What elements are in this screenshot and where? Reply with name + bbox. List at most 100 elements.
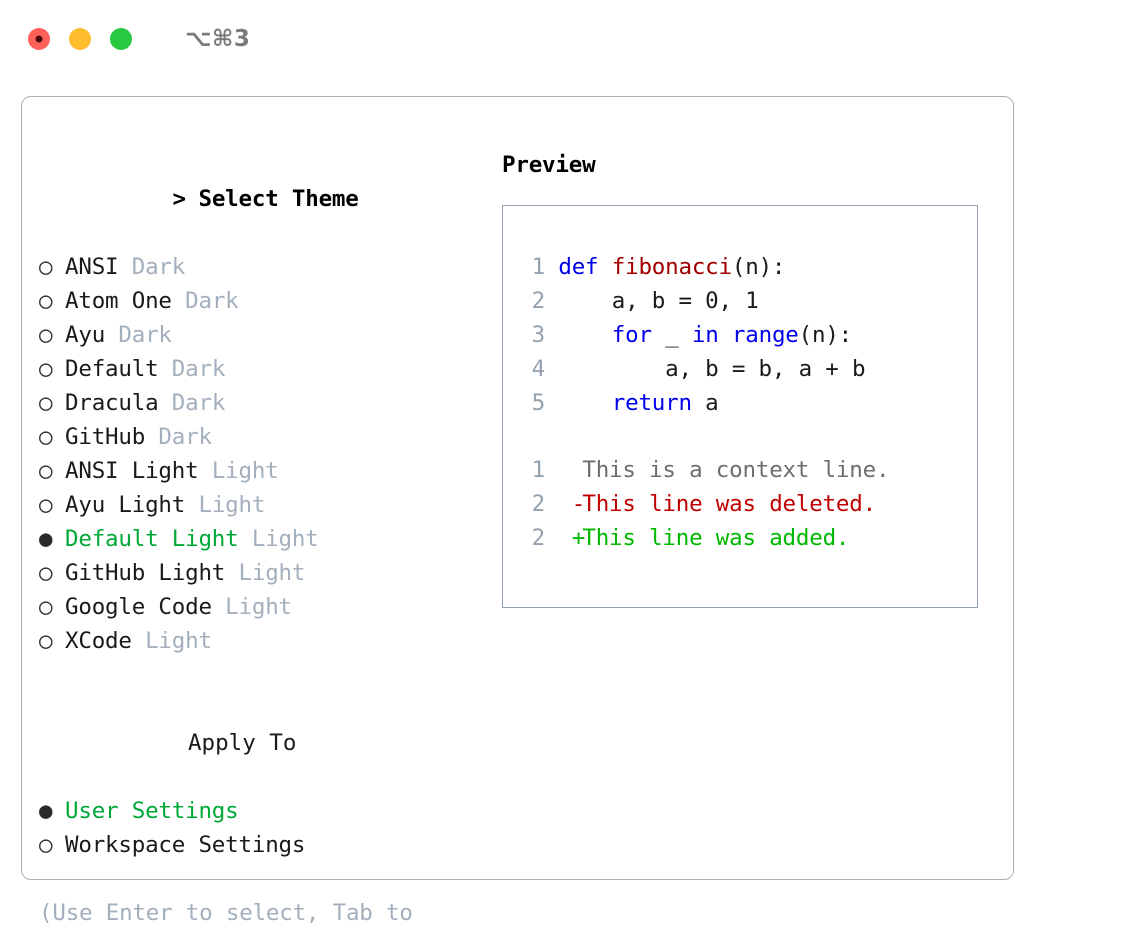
code-token-plain: _	[651, 322, 692, 348]
theme-option-label: Default Light	[65, 526, 239, 552]
theme-list-column: >Select Theme ○ANSI Dark○Atom One Dark○A…	[39, 148, 469, 934]
theme-option-label: Ayu	[65, 322, 106, 348]
code-line-number: 5	[531, 390, 546, 416]
theme-option-ayu[interactable]: ○Ayu Dark	[39, 318, 469, 352]
code-gutter-space	[545, 288, 558, 314]
theme-option-label: Dracula	[65, 390, 159, 416]
code-line: 1 def fibonacci(n):	[519, 250, 969, 284]
code-token-kw: for	[611, 322, 652, 348]
prompt-caret-icon: >	[172, 186, 186, 212]
radio-unselected-icon: ○	[39, 628, 53, 654]
theme-variant-badge: Dark	[145, 424, 212, 450]
theme-variant-badge: Light	[211, 594, 292, 620]
code-token-plain	[719, 322, 732, 348]
diff-line-ctx: 1 This is a context line.	[519, 453, 969, 487]
theme-option-google-code[interactable]: ○ Google Code Light	[39, 590, 469, 624]
theme-selector-panel: >Select Theme ○ANSI Dark○Atom One Dark○A…	[21, 96, 1014, 926]
theme-option-xcode[interactable]: ○ XCode Light	[39, 624, 469, 658]
diff-line-number: 2	[531, 491, 546, 517]
radio-unselected-icon: ○	[39, 390, 53, 416]
apply-to-options-list[interactable]: ●User Settings ○ Workspace Settings	[39, 794, 469, 862]
radio-unselected-icon: ○	[39, 458, 53, 484]
preview-title: Preview	[502, 152, 596, 178]
code-token-plain: (n):	[798, 322, 853, 348]
apply-to-title-label: Apply To	[188, 730, 297, 756]
radio-unselected-icon: ○	[39, 322, 53, 348]
code-line-number: 3	[531, 322, 546, 348]
diff-line-number: 1	[531, 457, 546, 483]
preview-gap	[519, 420, 969, 453]
diff-line-del: 2 - This line was deleted.	[519, 487, 969, 521]
code-token-fn: fibonacci	[611, 254, 732, 280]
minimize-button[interactable]	[69, 28, 91, 50]
theme-option-label: XCode	[65, 628, 132, 654]
keyboard-hint-text: (Use Enter to select, Tab to change focu…	[39, 900, 413, 926]
title-bar: ⌥⌘3	[0, 0, 1140, 78]
radio-unselected-icon: ○	[39, 594, 53, 620]
theme-variant-badge: Dark	[158, 390, 226, 416]
theme-option-atom-one[interactable]: ○Atom One Dark	[39, 284, 469, 318]
code-line-number: 2	[531, 288, 546, 314]
apply-to-option-workspace-settings[interactable]: ○ Workspace Settings	[39, 828, 469, 862]
theme-variant-badge: Light	[131, 628, 212, 654]
theme-variant-badge: Dark	[158, 356, 226, 382]
theme-option-default[interactable]: ○ Default Dark	[39, 352, 469, 386]
code-line-number: 1	[531, 254, 546, 280]
theme-option-label: Atom One	[65, 288, 172, 314]
list-spacer	[39, 658, 469, 692]
code-token-plain: a, b = b, a + b	[558, 356, 866, 382]
theme-option-label: GitHub	[65, 424, 146, 450]
theme-option-github[interactable]: ○ GitHub Dark	[39, 420, 469, 454]
diff-line-number: 2	[531, 525, 546, 551]
diff-line-text: This line was deleted.	[569, 491, 876, 517]
diff-sample: 1 This is a context line.2 - This line w…	[519, 453, 969, 555]
theme-variant-badge: Light	[185, 492, 266, 518]
radio-unselected-icon: ○	[39, 356, 53, 382]
theme-list-header-label: Select Theme	[198, 186, 359, 212]
radio-selected-icon: ●	[39, 526, 53, 552]
theme-option-default-light[interactable]: ● Default Light Light	[39, 522, 469, 556]
theme-option-label: Default	[65, 356, 159, 382]
code-line: 4 a, b = b, a + b	[519, 352, 969, 386]
code-token-kw: range	[731, 322, 799, 348]
code-line-number: 4	[531, 356, 546, 382]
diff-line-text: This line was added.	[569, 525, 850, 551]
code-token-plain	[558, 322, 611, 348]
radio-selected-icon: ●	[39, 798, 53, 824]
theme-variant-badge: Light	[238, 526, 319, 552]
radio-unselected-icon: ○	[39, 254, 53, 280]
theme-list-header: > Select Theme	[39, 148, 469, 250]
code-token-kw: in	[691, 322, 719, 348]
theme-option-ansi-light[interactable]: ○ANSI Light Light	[39, 454, 469, 488]
theme-option-ansi[interactable]: ○ANSI Dark	[39, 250, 469, 284]
code-token-plain: a, b = 0, 1	[558, 288, 759, 314]
theme-option-github-light[interactable]: ○GitHub Light Light	[39, 556, 469, 590]
theme-option-label: Google Code	[65, 594, 212, 620]
theme-option-label: ANSI Light	[65, 458, 199, 484]
diff-marker	[545, 453, 569, 487]
code-gutter-space	[545, 254, 558, 280]
code-token-plain: (n):	[731, 254, 786, 280]
theme-option-ayu-light[interactable]: ○Ayu Light Light	[39, 488, 469, 522]
theme-option-dracula[interactable]: ○ Dracula Dark	[39, 386, 469, 420]
maximize-button[interactable]	[110, 28, 132, 50]
diff-line-text: This is a context line.	[569, 457, 890, 483]
diff-line-add: 2 + This line was added.	[519, 521, 969, 555]
theme-variant-badge: Light	[225, 560, 306, 586]
apply-to-option-label: Workspace Settings	[65, 832, 306, 858]
radio-unselected-icon: ○	[39, 560, 53, 586]
close-button[interactable]	[28, 28, 50, 50]
radio-unselected-icon: ○	[39, 492, 53, 518]
apply-to-title: Apply To	[39, 692, 469, 794]
apply-to-indent	[174, 730, 188, 756]
code-gutter-space	[545, 322, 558, 348]
radio-unselected-icon: ○	[39, 424, 53, 450]
preview-column: Preview 1 def fibonacci(n): 2 a, b = 0, 1…	[502, 148, 992, 608]
theme-options-list[interactable]: ○ANSI Dark○Atom One Dark○Ayu Dark○Defaul…	[39, 250, 469, 658]
radio-unselected-icon: ○	[39, 832, 53, 858]
apply-to-option-user-settings[interactable]: ●User Settings	[39, 794, 469, 828]
